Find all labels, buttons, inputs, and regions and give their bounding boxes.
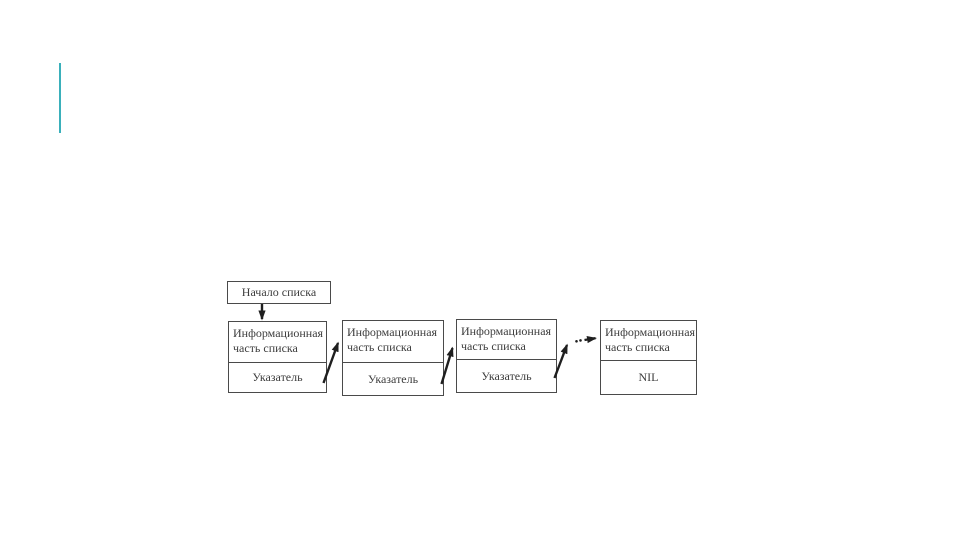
node-3-pointer-cell: Указатель bbox=[481, 368, 532, 383]
ellipsis-dot-1 bbox=[575, 340, 578, 343]
list-head-box: Начало списка bbox=[227, 281, 331, 304]
slide-accent-line bbox=[59, 63, 61, 133]
node-4-pointer-cell: NIL bbox=[638, 370, 659, 384]
arrow-dashed-into-node4 bbox=[584, 336, 597, 344]
list-node-4: Информационная часть списка NIL bbox=[600, 320, 697, 395]
list-node-2: Информационная часть списка Указатель bbox=[342, 320, 444, 396]
list-node-1: Информационная часть списка Указатель bbox=[228, 321, 327, 393]
node-1-pointer-cell: Указатель bbox=[252, 370, 303, 384]
node-2-info-cell: Информационная часть списка bbox=[343, 321, 443, 363]
node-3-info-cell: Информационная часть списка bbox=[457, 320, 556, 360]
ellipsis-dot-2 bbox=[579, 339, 582, 342]
list-head-label: Начало списка bbox=[241, 285, 317, 299]
node-1-info-cell: Информационная часть списка bbox=[229, 322, 326, 363]
node-4-info-cell: Информационная часть списка bbox=[601, 321, 696, 361]
list-node-3: Информационная часть списка Указатель bbox=[456, 319, 557, 393]
node-2-pointer-cell: Указатель bbox=[367, 371, 419, 386]
